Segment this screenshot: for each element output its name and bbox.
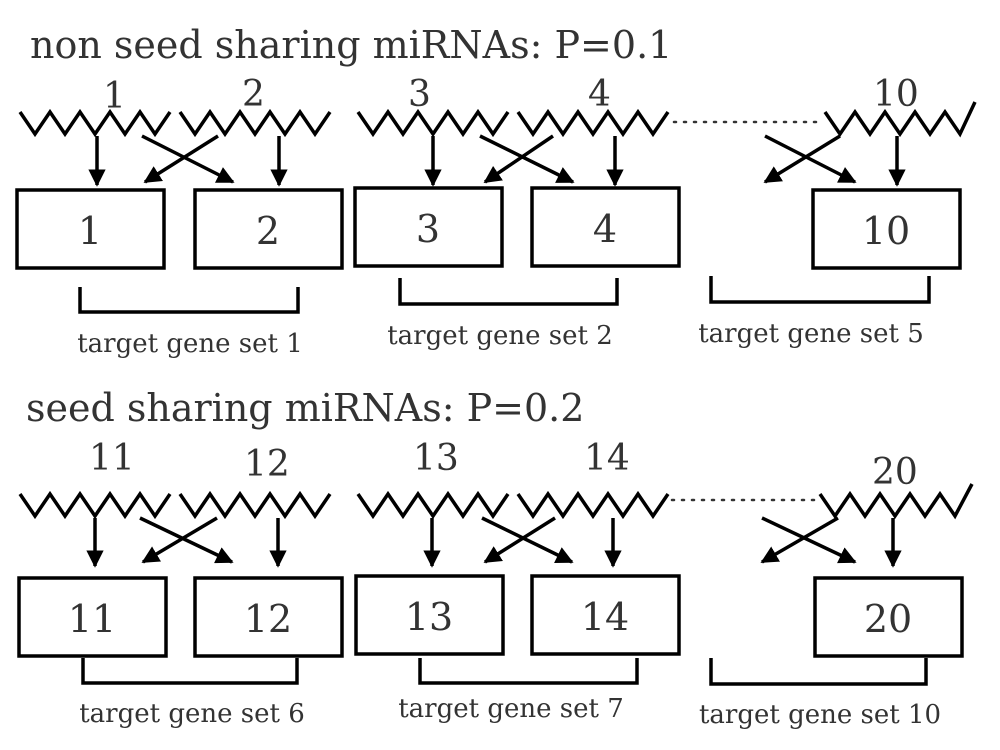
set-bracket bbox=[81, 658, 299, 685]
gene-label: 10 bbox=[862, 209, 910, 253]
target-arrow bbox=[483, 516, 556, 564]
target-arrow bbox=[141, 516, 218, 564]
gene-label: 12 bbox=[244, 597, 292, 641]
target-gene-box bbox=[811, 188, 962, 270]
set-bracket bbox=[709, 276, 931, 304]
target-gene-box bbox=[193, 576, 344, 658]
set-bracket bbox=[709, 658, 928, 686]
gene-label: 2 bbox=[256, 209, 280, 253]
mirna-label: 3 bbox=[408, 74, 431, 115]
mirna-strand bbox=[18, 108, 172, 138]
target-gene-box bbox=[530, 186, 681, 268]
set-bracket bbox=[418, 658, 639, 685]
target-gene-box bbox=[193, 188, 344, 270]
target-gene-set-label: target gene set 7 bbox=[398, 694, 624, 724]
mirna-strand bbox=[516, 490, 670, 520]
target-gene-box bbox=[530, 574, 681, 656]
gene-label: 20 bbox=[864, 597, 912, 641]
gene-label: 11 bbox=[68, 597, 116, 641]
target-gene-box bbox=[354, 574, 505, 656]
mirna-label: 20 bbox=[872, 452, 918, 493]
mirna-label: 11 bbox=[89, 438, 135, 479]
target-arrow bbox=[761, 516, 857, 564]
group-seed-sharing: seed sharing miRNAs: P=0.2 11 12 13 14 2… bbox=[17, 386, 974, 730]
mirna-label: 10 bbox=[873, 74, 919, 115]
gene-label: 1 bbox=[78, 209, 102, 253]
target-arrow bbox=[764, 134, 857, 184]
mirna-label: 4 bbox=[588, 74, 611, 115]
target-arrow bbox=[141, 134, 235, 184]
target-gene-box bbox=[353, 186, 504, 268]
mirna-label: 12 bbox=[244, 444, 290, 485]
target-arrow bbox=[481, 516, 574, 564]
mirna-label: 14 bbox=[584, 438, 630, 479]
target-gene-set-label: target gene set 5 bbox=[698, 319, 924, 349]
target-gene-set-label: target gene set 6 bbox=[79, 699, 305, 729]
mirna-strand bbox=[818, 483, 974, 520]
mirna-strand bbox=[356, 108, 510, 138]
target-gene-set-label: target gene set 1 bbox=[77, 329, 303, 359]
set-bracket bbox=[398, 278, 619, 306]
target-arrow bbox=[479, 134, 575, 184]
mirna-strand bbox=[18, 490, 172, 520]
target-arrow bbox=[483, 134, 554, 184]
target-arrow bbox=[760, 516, 839, 564]
target-gene-set-label: target gene set 10 bbox=[699, 700, 941, 730]
target-gene-box bbox=[15, 188, 166, 270]
gene-label: 13 bbox=[405, 595, 453, 639]
mirna-label: 1 bbox=[103, 76, 126, 117]
group-title: seed sharing miRNAs: P=0.2 bbox=[26, 386, 584, 430]
target-gene-set-label: target gene set 2 bbox=[387, 321, 613, 351]
target-gene-box bbox=[813, 576, 964, 658]
gene-label: 3 bbox=[416, 207, 440, 251]
mirna-label: 13 bbox=[413, 438, 459, 479]
gene-label: 4 bbox=[593, 207, 617, 251]
mirna-strand bbox=[516, 108, 670, 138]
target-arrow bbox=[139, 516, 234, 564]
mirna-strand bbox=[823, 101, 977, 138]
set-bracket bbox=[78, 287, 300, 314]
group-non-seed-sharing: non seed sharing miRNAs: P=0.1 1 2 3 4 1… bbox=[15, 23, 977, 359]
mirna-strand bbox=[356, 490, 510, 520]
target-arrow bbox=[143, 134, 219, 184]
mirna-label: 2 bbox=[242, 74, 265, 115]
group-title: non seed sharing miRNAs: P=0.1 bbox=[30, 23, 672, 67]
mirna-strand bbox=[178, 108, 332, 138]
mirna-strand bbox=[178, 490, 332, 520]
gene-label: 14 bbox=[581, 595, 629, 639]
target-gene-box bbox=[17, 576, 168, 658]
target-arrow bbox=[763, 134, 841, 184]
